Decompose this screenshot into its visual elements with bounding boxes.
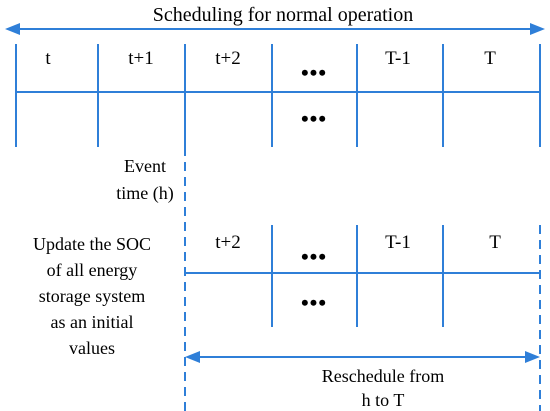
top-title: Scheduling for normal operation (153, 4, 414, 26)
top-scheduling-arrow (5, 23, 545, 35)
update-note-line2: of all energy (47, 260, 138, 280)
bottom-ellipsis-upper: ••• (301, 244, 327, 269)
event-label-line1: Event (124, 156, 166, 176)
bottom-cell-t-plus-2: t+2 (215, 232, 241, 253)
top-ellipsis-upper: ••• (301, 60, 327, 85)
top-schedule-grid (15, 44, 541, 147)
reschedule-label-line1: Reschedule from (322, 366, 444, 386)
top-cell-t-plus-1: t+1 (128, 48, 154, 69)
top-ellipsis-lower: ••• (301, 106, 327, 131)
bottom-ellipsis-lower: ••• (301, 290, 327, 315)
update-note-line1: Update the SOC (33, 234, 151, 254)
update-note-line4: as an initial (51, 312, 134, 332)
update-note-line5: values (69, 338, 115, 358)
reschedule-label-line2: h to T (362, 390, 405, 410)
top-cell-t: t (45, 48, 51, 69)
bottom-cell-T-minus-1: T-1 (385, 232, 411, 253)
top-cell-t-plus-2: t+2 (215, 48, 241, 69)
top-cell-T: T (484, 48, 496, 69)
update-note-line3: storage system (39, 286, 145, 306)
top-cell-T-minus-1: T-1 (385, 48, 411, 69)
reschedule-arrow (185, 351, 540, 363)
bottom-cell-T: T (489, 232, 501, 253)
event-label-line2: time (h) (116, 183, 173, 204)
bottom-schedule-grid (185, 225, 541, 411)
